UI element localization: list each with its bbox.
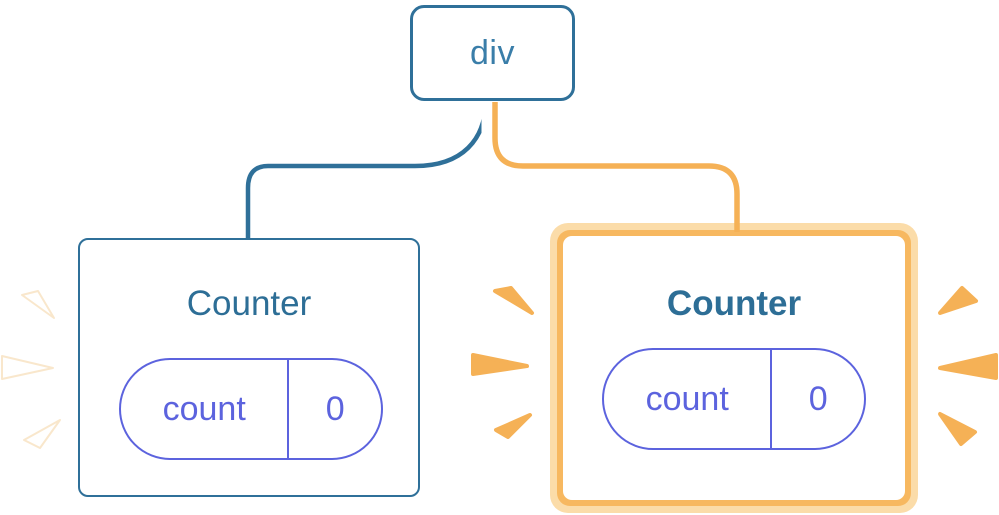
spark-burst-right-counter-left <box>471 286 534 439</box>
state-key-label: count <box>121 360 290 458</box>
spark-icon <box>938 412 977 446</box>
spark-icon <box>938 286 978 315</box>
spark-burst-right-counter-right <box>938 286 998 446</box>
edge-to-left-counter <box>245 98 489 241</box>
state-value: 0 <box>808 379 828 418</box>
state-key-label: count <box>604 350 773 448</box>
spark-icon <box>1 355 54 380</box>
counter-title: Counter <box>666 284 802 323</box>
spark-icon <box>493 286 534 315</box>
edge-to-right-counter <box>492 102 740 232</box>
counter-card-right: Counter count 0 <box>550 223 918 513</box>
spark-burst-left-counter <box>1 290 61 449</box>
counter-card-left: Counter count 0 <box>78 238 420 497</box>
counter-title: Counter <box>186 284 312 323</box>
state-value: 0 <box>325 389 345 428</box>
state-pill: count 0 <box>602 348 866 450</box>
spark-icon <box>938 353 998 380</box>
spark-icon <box>494 413 532 439</box>
spark-icon <box>23 419 61 449</box>
state-pill: count 0 <box>119 358 383 460</box>
div-node: div <box>410 5 575 101</box>
spark-icon <box>471 353 529 376</box>
spark-icon <box>21 290 55 319</box>
div-node-label: div <box>470 33 515 72</box>
